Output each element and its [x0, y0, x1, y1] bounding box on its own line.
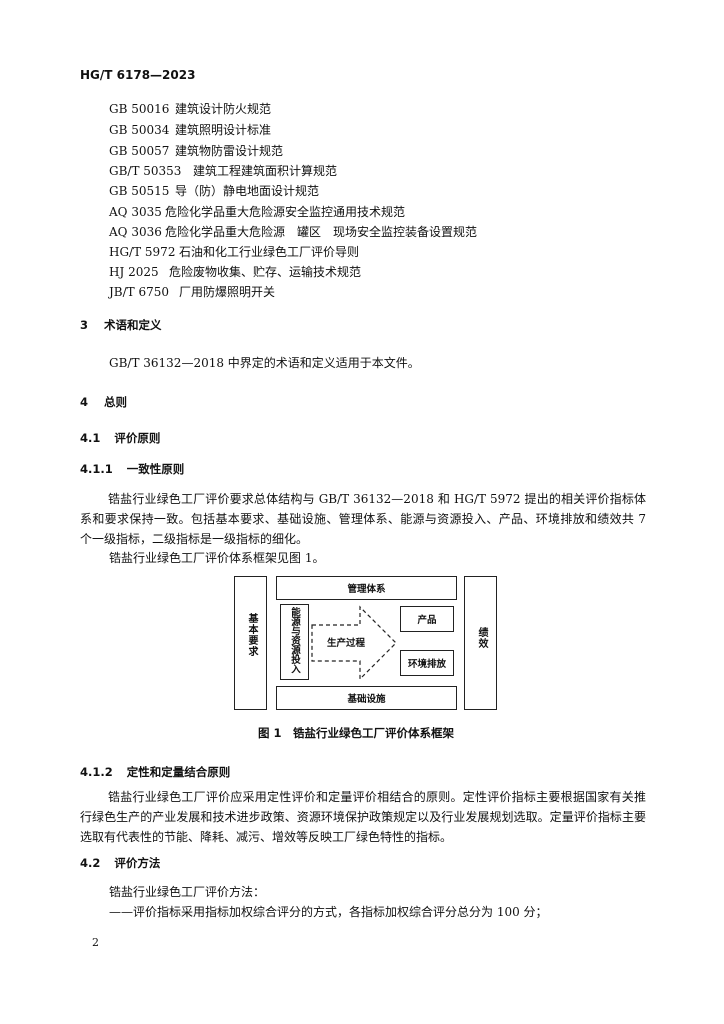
section-3-text: GB/T 36132—2018 中界定的术语和定义适用于本文件。 — [109, 356, 420, 370]
reference-item: HJ 2025 危险废物收集、贮存、运输技术规范 — [109, 263, 361, 280]
reference-code: AQ 3036 — [109, 225, 162, 239]
basic-requirements-label: 基本要求 — [246, 613, 257, 657]
reference-item: GB 50057 建筑物防雷设计规范 — [109, 142, 283, 159]
section-title: 一致性原则 — [126, 462, 185, 476]
section-4-2-heading: 4.2 评价方法 — [80, 855, 160, 871]
reference-title: 建筑工程建筑面积计算规范 — [193, 164, 338, 178]
reference-code: AQ 3035 — [109, 205, 162, 219]
reference-title: 建筑设计防火规范 — [175, 102, 272, 116]
basic-requirements-box: 基本要求 — [234, 576, 267, 710]
section-number: 4 — [80, 395, 89, 409]
reference-title: 危险化学品重大危险源 罐区 现场安全监控装备设置规范 — [165, 225, 478, 239]
section-4-1-2-heading: 4.1.2 定性和定量结合原则 — [80, 764, 230, 780]
reference-title: 建筑物防雷设计规范 — [175, 144, 284, 158]
reference-item: GB/T 50353 建筑工程建筑面积计算规范 — [109, 162, 337, 179]
energy-resources-label: 能源与资源投入 — [289, 607, 300, 674]
reference-item: GB 50016 建筑设计防火规范 — [109, 100, 271, 117]
section-title: 术语和定义 — [104, 318, 162, 332]
section-4-2-list-item: ——评价指标采用指标加权综合评分的方式，各指标加权综合评分总分为 100 分； — [109, 905, 548, 919]
energy-resources-box: 能源与资源投入 — [280, 604, 309, 680]
production-process-label: 生产过程 — [326, 638, 365, 649]
section-4-1-1-paragraph: 锆盐行业绿色工厂评价要求总体结构与 GB/T 36132—2018 和 HG/T… — [80, 492, 646, 546]
reference-code: HJ 2025 — [109, 265, 159, 279]
section-number: 3 — [80, 318, 89, 332]
reference-title: 厂用防爆照明开关 — [179, 285, 276, 299]
section-number: 4.1 — [80, 431, 101, 445]
reference-item: JB/T 6750 厂用防爆照明开关 — [109, 283, 275, 300]
reference-title: 导（防）静电地面设计规范 — [175, 184, 320, 198]
reference-item: GB 50515 导（防）静电地面设计规范 — [109, 182, 319, 199]
section-4-2-intro: 锆盐行业绿色工厂评价方法： — [109, 885, 266, 899]
production-process-arrow — [311, 605, 397, 681]
section-4-1-1-figure-reference: 锆盐行业绿色工厂评价体系框架见图 1。 — [109, 551, 325, 565]
section-4-heading: 4 总则 — [80, 394, 127, 410]
infrastructure-box: 基础设施 — [276, 686, 457, 710]
infrastructure-label: 基础设施 — [347, 694, 386, 705]
section-title: 总则 — [104, 395, 128, 409]
page-number: 2 — [92, 936, 99, 949]
environment-emission-label: 环境排放 — [407, 659, 446, 670]
product-label: 产品 — [417, 615, 437, 626]
section-3-heading: 3 术语和定义 — [80, 317, 162, 333]
section-number: 4.2 — [80, 856, 101, 870]
environment-emission-box: 环境排放 — [400, 650, 454, 676]
section-title: 评价方法 — [114, 856, 161, 870]
management-system-label: 管理体系 — [347, 584, 386, 595]
reference-title: 建筑照明设计标准 — [175, 123, 272, 137]
section-4-1-heading: 4.1 评价原则 — [80, 430, 160, 446]
section-number: 4.1.2 — [80, 765, 113, 779]
product-box: 产品 — [400, 606, 454, 632]
reference-code: JB/T 6750 — [109, 285, 170, 299]
reference-title: 危险废物收集、贮存、运输技术规范 — [169, 265, 362, 279]
reference-code: GB 50515 — [109, 184, 170, 198]
section-4-1-1-heading: 4.1.1 一致性原则 — [80, 461, 184, 477]
reference-code: GB 50016 — [109, 102, 170, 116]
reference-code: GB/T 50353 — [109, 164, 182, 178]
reference-code: GB 50057 — [109, 144, 170, 158]
performance-label: 绩效 — [476, 627, 487, 649]
section-number: 4.1.1 — [80, 462, 113, 476]
reference-code: GB 50034 — [109, 123, 170, 137]
reference-title: 石油和化工行业绿色工厂评价导则 — [179, 245, 360, 259]
reference-item: GB 50034 建筑照明设计标准 — [109, 121, 271, 138]
section-4-1-2-paragraph: 锆盐行业绿色工厂评价应采用定性评价和定量评价相结合的原则。定性评价指标主要根据国… — [80, 790, 646, 844]
section-title: 评价原则 — [114, 431, 161, 445]
reference-code: HG/T 5972 — [109, 245, 176, 259]
section-title: 定性和定量结合原则 — [126, 765, 231, 779]
figure-1-caption: 图 1 锆盐行业绿色工厂评价体系框架 — [258, 726, 455, 740]
performance-box: 绩效 — [464, 576, 497, 710]
reference-title: 危险化学品重大危险源安全监控通用技术规范 — [165, 205, 406, 219]
document-id-header: HG/T 6178—2023 — [80, 68, 196, 82]
management-system-box: 管理体系 — [276, 576, 457, 600]
